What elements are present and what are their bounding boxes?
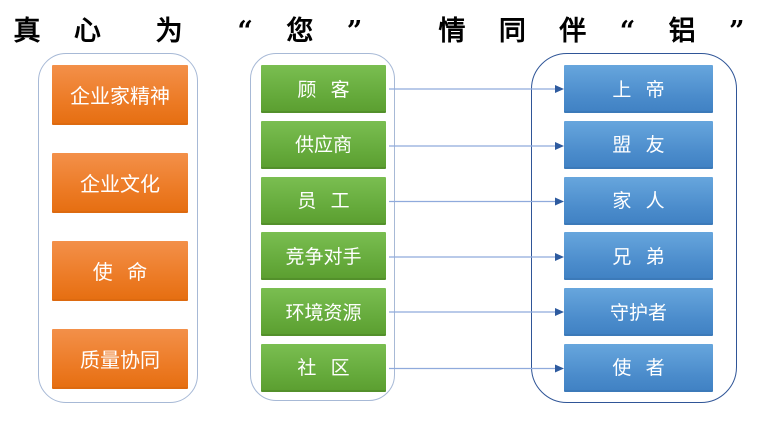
stakeholder-box-employee: 员 工	[261, 176, 386, 225]
value-box-mission: 使 命	[52, 241, 188, 301]
stakeholder-box-customer: 顾 客	[261, 65, 386, 113]
stakeholder-box-competitor: 竞争对手	[261, 232, 386, 281]
values-panel: 企业家精神 企业文化 使 命 质量协同	[38, 53, 198, 403]
value-box-quality: 质量协同	[52, 329, 188, 389]
slide-title: 真 心 为 “ 您 ” 情 同 伴 “ 铝 ”	[13, 16, 757, 47]
roles-panel: 上 帝 盟 友 家 人 兄 弟 守护者 使 者	[531, 53, 737, 403]
role-box-guardian: 守护者	[564, 288, 713, 337]
stakeholder-box-community: 社 区	[261, 343, 386, 392]
value-box-culture: 企业文化	[52, 153, 188, 213]
stakeholders-panel: 顾 客 供应商 员 工 竞争对手 环境资源 社 区	[250, 53, 395, 401]
role-box-ally: 盟 友	[564, 120, 713, 169]
role-box-brother: 兄 弟	[564, 232, 713, 281]
role-box-family: 家 人	[564, 176, 713, 225]
role-box-messenger: 使 者	[564, 343, 713, 392]
value-box-entrepreneurship: 企业家精神	[52, 65, 188, 125]
stakeholder-box-environment: 环境资源	[261, 288, 386, 337]
stakeholder-box-supplier: 供应商	[261, 120, 386, 169]
role-box-god: 上 帝	[564, 65, 713, 113]
